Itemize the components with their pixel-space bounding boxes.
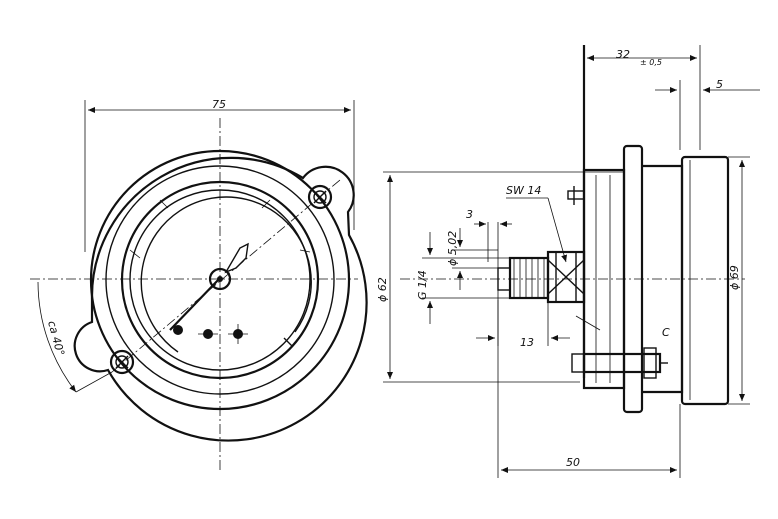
thread-len-dim-label: 13 bbox=[520, 336, 534, 349]
dial-scale-arc bbox=[140, 196, 312, 353]
connection-fitting bbox=[497, 250, 601, 331]
bezel-outer-ring bbox=[89, 149, 351, 411]
mark-c: C bbox=[662, 326, 670, 339]
flange-outline bbox=[73, 156, 368, 442]
front-diagonal-centerline bbox=[111, 179, 341, 373]
dial-inner-ring bbox=[129, 189, 311, 371]
overall-dim-label: 50 bbox=[566, 456, 580, 469]
screw-top-side bbox=[567, 186, 585, 205]
front-view: 75 ca 40° bbox=[30, 98, 368, 470]
height-dim-label: ϕ 62 bbox=[376, 277, 389, 302]
wrench-leader bbox=[547, 197, 567, 263]
bezel-side bbox=[680, 155, 730, 406]
lug-screw-top-right bbox=[307, 184, 333, 210]
side-view: C 32 ± 0,5 5 ϕ 62 ϕ 69 bbox=[376, 45, 760, 478]
case-dim-label: ϕ 69 bbox=[728, 265, 741, 290]
dial-ring bbox=[120, 180, 320, 380]
pointer-needle bbox=[169, 277, 221, 331]
case-back-inner bbox=[595, 175, 611, 383]
width-dim-label: 75 bbox=[212, 98, 226, 111]
depth-tol-label: ± 0,5 bbox=[640, 58, 662, 67]
fitting-leader bbox=[575, 315, 601, 331]
bezel-dim-label: 5 bbox=[716, 78, 723, 91]
bore-dim-label: ϕ 5,02 bbox=[446, 231, 459, 266]
thread-lines bbox=[513, 258, 545, 298]
offset-dim-label: 3 bbox=[466, 208, 473, 221]
lug-screw-bottom-left bbox=[109, 349, 135, 375]
pointer-pivot bbox=[217, 276, 223, 282]
thread-body bbox=[508, 256, 550, 300]
flange-side bbox=[622, 144, 644, 414]
screw-bottom-side bbox=[571, 347, 668, 379]
wrench-dim-label: SW 14 bbox=[506, 184, 541, 197]
depth-dim-label: 32 bbox=[616, 48, 630, 61]
bezel-inner-ring bbox=[105, 165, 335, 395]
dial-scale-end bbox=[283, 333, 303, 348]
angle-dim-arc bbox=[37, 281, 77, 393]
pointer-hub bbox=[208, 267, 232, 291]
pointer-tail bbox=[224, 242, 249, 274]
angle-dim-leg bbox=[75, 371, 113, 393]
thread-dim-label: G 1/4 bbox=[416, 270, 429, 300]
dial-ticks bbox=[129, 199, 311, 259]
angle-dim-label: ca 40° bbox=[45, 319, 67, 357]
thread-tip bbox=[497, 267, 511, 291]
dial-dot-left bbox=[173, 325, 183, 335]
